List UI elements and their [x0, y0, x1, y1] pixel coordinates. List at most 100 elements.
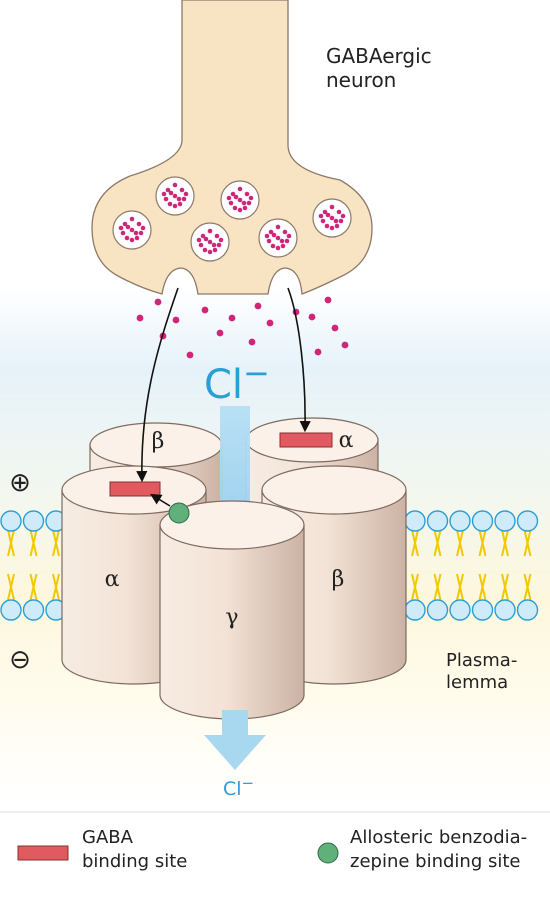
lipid-tail	[52, 573, 60, 601]
legend-gaba-symbol	[17, 845, 69, 861]
released-gaba	[308, 313, 316, 321]
lipid-tail	[523, 573, 532, 601]
released-gaba	[314, 348, 322, 356]
gaba-molecule	[179, 187, 185, 193]
legend-benzo-symbol	[317, 842, 339, 864]
lipid-head	[22, 510, 45, 532]
lipid-head	[494, 510, 516, 532]
released-gaba-molecules	[136, 296, 349, 359]
vesicle	[190, 222, 230, 262]
label-subunit-alpha-front: α	[105, 567, 120, 592]
released-gaba	[324, 296, 332, 304]
gaba-molecule	[320, 218, 326, 224]
gaba-molecule	[200, 233, 206, 239]
gaba-molecule	[334, 223, 340, 229]
legend-benzo-line-2: zepine binding site	[350, 851, 521, 872]
benzodiazepine-binding-site	[168, 502, 190, 524]
gaba-molecule	[176, 196, 182, 202]
lipid-head	[404, 599, 426, 621]
chloride-influx-stream	[220, 406, 250, 502]
gaba-molecule	[284, 238, 290, 244]
released-gaba	[201, 306, 209, 314]
gaba-molecule	[218, 237, 224, 243]
gaba-molecule	[237, 186, 243, 192]
gaba-molecule	[282, 229, 288, 235]
gaba-molecule	[268, 229, 274, 235]
gaba-molecule	[279, 238, 285, 244]
gaba-molecule	[275, 235, 281, 241]
gaba-molecule	[172, 182, 178, 188]
legend-gaba-line-2: binding site	[82, 851, 188, 872]
gaba-molecule	[181, 196, 187, 202]
lipid-tail	[501, 529, 509, 557]
plasmalemma-line-2: lemma	[446, 672, 509, 693]
chloride-outflow-arrow	[204, 710, 266, 770]
legend-benzo-line-1: Allosteric benzodia-	[350, 827, 528, 848]
gaba-molecule	[266, 238, 272, 244]
released-gaba	[186, 351, 194, 359]
gaba-molecule	[120, 230, 126, 236]
gaba-molecule	[124, 235, 130, 241]
gaba-molecule	[163, 196, 169, 202]
released-gaba	[248, 338, 256, 346]
gaba-molecule	[183, 191, 189, 197]
lipid-head	[426, 510, 449, 532]
vesicle	[220, 180, 260, 220]
plasmalemma-label: Plasma- lemma	[446, 650, 546, 694]
lipid-tail	[411, 529, 419, 557]
chloride-label-top: Cl−	[204, 354, 270, 408]
neuron-label-line-1: GABAergic	[326, 44, 432, 68]
extracellular-positive-sign: ⊕	[9, 468, 31, 498]
gabaergic-neuron	[91, 0, 373, 295]
label-subunit-gamma: γ	[225, 605, 238, 630]
lipid-tail	[456, 573, 464, 601]
lipid-head	[449, 599, 471, 621]
lipid-head	[0, 510, 22, 532]
gaba-molecule	[207, 228, 213, 234]
released-gaba	[341, 341, 349, 349]
gaba-molecule	[133, 230, 139, 236]
gaba-molecule	[264, 233, 270, 239]
gaba-molecule	[244, 191, 250, 197]
vesicle	[155, 176, 195, 216]
gaba-molecule	[280, 243, 286, 249]
lipid-head	[426, 599, 449, 621]
released-gaba	[216, 329, 224, 337]
gaba-molecule	[338, 218, 344, 224]
gaba-molecule	[165, 187, 171, 193]
gaba-molecule	[203, 236, 209, 242]
gaba-molecule	[340, 213, 346, 219]
gaba-molecule	[336, 209, 342, 215]
label-subunit-beta-back: β	[152, 429, 165, 454]
gaba-molecule	[325, 212, 331, 218]
lipid-tail	[29, 573, 38, 601]
gaba-molecule	[122, 221, 128, 227]
lipid-tail	[29, 529, 38, 557]
lipid-head	[449, 510, 471, 532]
lipid-head	[404, 510, 426, 532]
gaba-molecule	[207, 249, 213, 255]
gaba-molecule	[318, 213, 324, 219]
gaba-molecule	[329, 204, 335, 210]
lipid-tail	[433, 573, 442, 601]
vesicle	[258, 218, 298, 258]
lipid-head	[516, 510, 539, 532]
lipid-tail	[523, 529, 532, 557]
lipid-head	[516, 599, 539, 621]
lipid-tail	[7, 529, 15, 557]
released-gaba	[266, 319, 274, 327]
gaba-molecule	[172, 203, 178, 209]
gaba-molecule	[228, 200, 234, 206]
lipid-tail	[7, 573, 15, 601]
gaba-molecule	[207, 239, 213, 245]
gaba-molecule	[129, 237, 135, 243]
plasmalemma-line-1: Plasma-	[446, 650, 518, 671]
gaba-molecule	[324, 223, 330, 229]
synaptic-vesicles	[112, 176, 352, 262]
gaba-molecule	[242, 205, 248, 211]
gaba-molecule	[177, 201, 183, 207]
lipid-tail	[501, 573, 509, 601]
gaba-molecule	[214, 233, 220, 239]
